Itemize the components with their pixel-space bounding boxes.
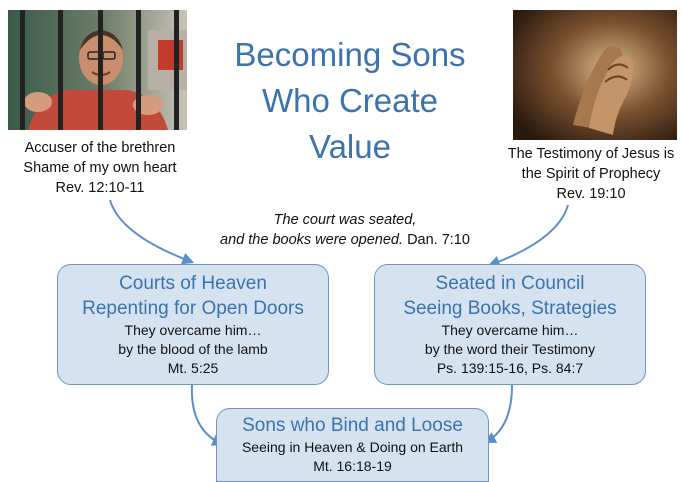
right-caption: The Testimony of Jesus is the Spirit of … — [500, 144, 682, 204]
title-line-1: Becoming Sons — [234, 36, 466, 73]
arrow-right-caption-to-council — [487, 204, 569, 268]
quote-reference: Dan. 7:10 — [407, 232, 470, 248]
council-body-1: They overcame him… — [441, 322, 579, 338]
council-heading-1: Seated in Council — [435, 273, 585, 294]
council-body-3: Ps. 139:15-16, Ps. 84:7 — [436, 360, 584, 376]
scripture-quote: The court was seated, and the books were… — [195, 210, 495, 250]
sons-who-bind-box: Sons who Bind and Loose Seeing in Heaven… — [216, 408, 489, 482]
seated-in-council-box: Seated in Council Seeing Books, Strategi… — [374, 264, 646, 385]
slide-title: Becoming Sons Who Create Value — [200, 32, 500, 170]
left-caption-line-2: Shame of my own heart — [23, 160, 177, 176]
courts-body-3: Mt. 5:25 — [167, 360, 219, 376]
left-caption-line-1: Accuser of the brethren — [24, 140, 176, 156]
quote-line-2: and the books were opened. — [220, 232, 404, 248]
right-caption-line-1: The Testimony of Jesus is — [507, 146, 675, 162]
council-body-2: by the word their Testimony — [424, 341, 596, 357]
right-caption-line-3: Rev. 19:10 — [556, 186, 626, 202]
arrow-council-to-sons — [483, 384, 513, 444]
sons-body-2: Mt. 16:18-19 — [313, 458, 392, 474]
left-caption-line-3: Rev. 12:10-11 — [55, 180, 145, 196]
courts-body-1: They overcame him… — [124, 322, 262, 338]
quote-line-1: The court was seated, — [273, 212, 417, 228]
praying-hands-photo — [513, 10, 677, 140]
courts-heading-1: Courts of Heaven — [119, 273, 267, 294]
left-caption: Accuser of the brethren Shame of my own … — [5, 138, 195, 198]
courts-body-2: by the blood of the lamb — [118, 341, 268, 357]
title-line-3: Value — [309, 128, 391, 165]
right-caption-line-2: the Spirit of Prophecy — [521, 166, 661, 182]
council-heading-2: Seeing Books, Strategies — [403, 298, 617, 319]
sons-heading: Sons who Bind and Loose — [242, 415, 463, 436]
sons-body-1: Seeing in Heaven & Doing on Earth — [241, 439, 464, 455]
courts-of-heaven-box: Courts of Heaven Repenting for Open Door… — [57, 264, 329, 385]
arrow-left-caption-to-courts — [109, 199, 195, 265]
title-line-2: Who Create — [261, 82, 439, 119]
courts-heading-2: Repenting for Open Doors — [82, 298, 304, 319]
prisoner-photo — [8, 10, 187, 130]
